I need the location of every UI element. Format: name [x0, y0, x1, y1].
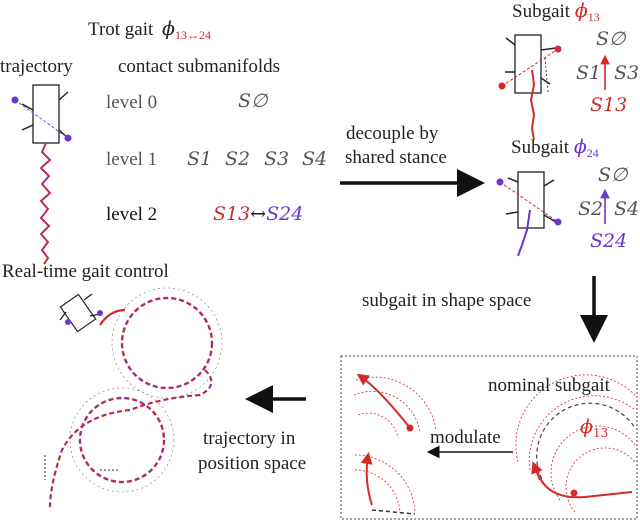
realtime-robot-icon [59, 293, 103, 333]
trajectory-column-header: trajectory [0, 56, 73, 77]
subgait-24-s-empty: S∅ [598, 164, 628, 186]
trot-robot-icon [11, 84, 72, 144]
subgait-24-s-b: S4 [614, 198, 640, 220]
subgait-13-s-b: S3 [614, 62, 640, 84]
subgait-24-s-target: S24 [590, 230, 628, 252]
level-1-set-s3: S3 [264, 148, 290, 170]
nominal-subgait-label: nominal subgait [488, 375, 610, 396]
subgait-24-s-a: S2 [578, 198, 604, 220]
level-2-set-s24: S24 [266, 203, 304, 225]
nominal-subgait-plot [515, 374, 636, 513]
level-1-set-s2: S2 [225, 148, 251, 170]
level-2-set-s13: S13 [213, 203, 251, 225]
realtime-gait-control-title: Real-time gait control [2, 261, 169, 282]
level-0-label: level 0 [106, 92, 158, 113]
trot-gait-phi: ϕ [162, 18, 175, 40]
subgait-13-title-text: Subgait [512, 1, 571, 22]
trot-trajectory-path [39, 142, 52, 265]
trot-gait-phi-sub: 13↔24 [175, 28, 211, 42]
contact-submanifolds-header: contact submanifolds [118, 56, 280, 77]
nominal-phi-symbol: ϕ [580, 416, 593, 438]
subgait-24-title: Subgait ϕ24 [511, 136, 599, 160]
modulated-subgait-plot-2 [354, 452, 416, 515]
modulate-label: modulate [430, 427, 501, 448]
subgait-13-s-empty: S∅ [596, 28, 626, 50]
subgait-13-title: Subgait ϕ13 [512, 0, 600, 24]
shape-space-panel [340, 355, 638, 520]
level-2-double-arrow: ↔ [250, 203, 267, 225]
shape-space-label: subgait in shape space [362, 290, 532, 311]
trot-trajectory-overlay [40, 142, 51, 265]
nominal-phi-sub: 13 [592, 426, 609, 440]
subgait-13-phi-sub: 13 [587, 10, 600, 24]
subgait-13-robot-icon [498, 34, 562, 141]
subgait-13-s-a: S1 [576, 62, 602, 84]
level-2-label: level 2 [106, 204, 158, 225]
decouple-text-line1: decouple by [346, 123, 439, 144]
modulated-subgait-plot-1 [353, 373, 437, 439]
realtime-trajectory-plot [44, 287, 223, 509]
level-1-set-s4: S4 [302, 148, 328, 170]
trot-gait-title: Trot gait ϕ13↔24 [88, 18, 211, 42]
position-space-label-line2: position space [198, 453, 307, 474]
level-0-set-empty: S∅ [238, 90, 268, 112]
decouple-text-line2: shared stance [345, 147, 447, 168]
subgait-24-phi: ϕ [573, 136, 587, 158]
position-space-label-line1: trajectory in [203, 428, 296, 449]
level-1-label: level 1 [106, 149, 158, 170]
subgait-24-title-text: Subgait [511, 137, 570, 158]
subgait-13-phi: ϕ [574, 0, 588, 22]
trot-gait-label: Trot gait [88, 19, 154, 40]
subgait-24-phi-sub: 24 [586, 146, 599, 160]
level-2-sets: S13↔S24 [213, 205, 303, 224]
subgait-13-s-target: S13 [590, 94, 628, 116]
nominal-phi13-label: ϕ13 [580, 416, 609, 440]
level-1-set-s1: S1 [187, 148, 213, 170]
subgait-24-robot-icon [496, 171, 562, 257]
